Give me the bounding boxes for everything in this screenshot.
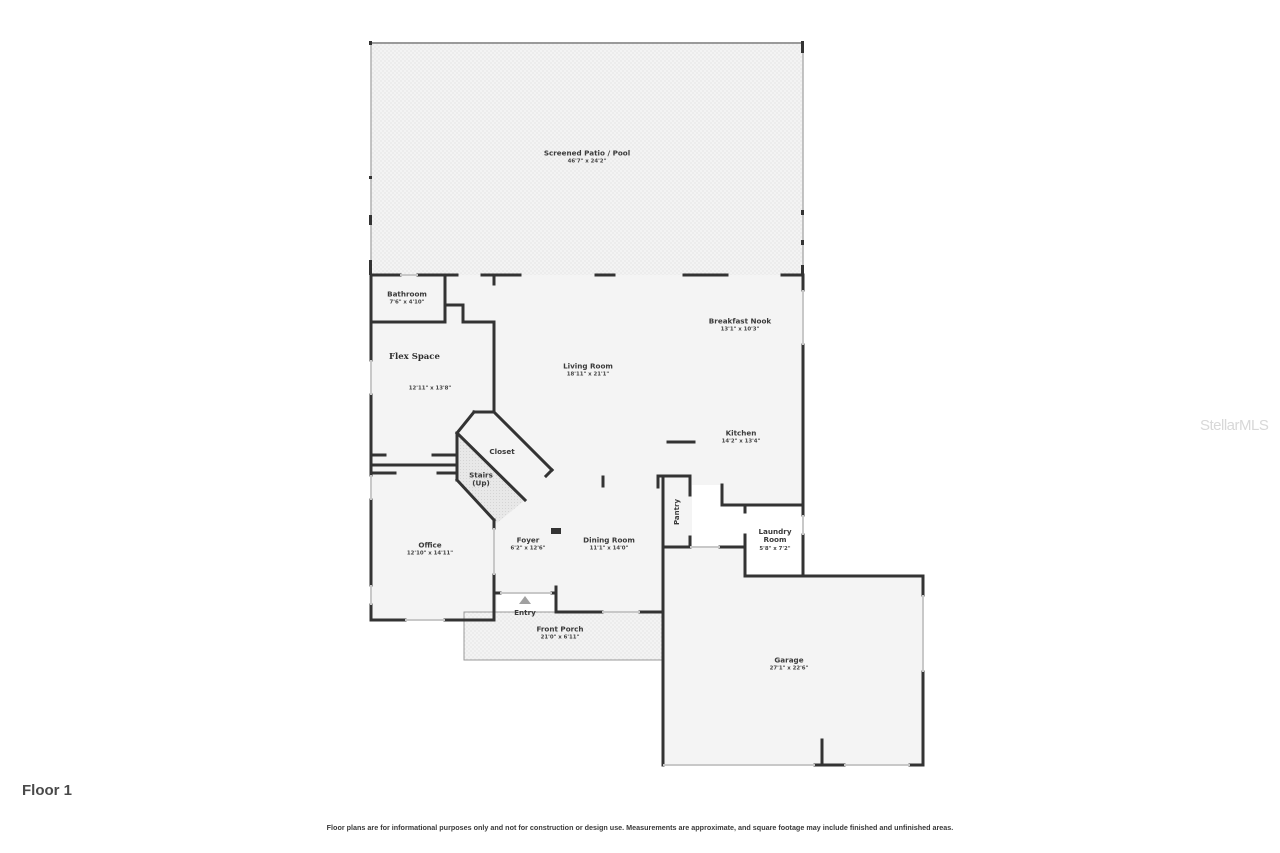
- room-dimensions: 27'1" x 22'6": [769, 665, 809, 672]
- room-garage: Garage 27'1" x 22'6": [769, 655, 809, 672]
- room-breakfast-nook: Breakfast Nook 13'1" x 10'3": [708, 316, 772, 333]
- room-dimensions: 46'7" x 24'2": [567, 158, 607, 165]
- walls: [369, 273, 925, 767]
- room-closet: Closet: [489, 446, 515, 456]
- room-laundry: Laundry Room 5'8" x 7'2": [758, 527, 792, 552]
- room-dimensions: 11'1" x 14'0": [589, 545, 629, 552]
- room-name: Kitchen: [725, 428, 757, 438]
- room-name: Screened Patio / Pool: [543, 148, 631, 158]
- room-dimensions: 13'1" x 10'3": [720, 326, 760, 333]
- room-name: Office: [418, 540, 442, 550]
- room-kitchen: Kitchen 14'2" x 13'4": [721, 428, 761, 445]
- laundry-line-1: Laundry: [758, 527, 792, 537]
- room-dimensions: 14'2" x 13'4": [721, 438, 761, 445]
- room-name: Front Porch: [536, 624, 584, 634]
- room-screened-patio: Screened Patio / Pool 46'7" x 24'2": [543, 148, 631, 165]
- room-dimensions: 12'11" x 13'8": [408, 385, 452, 392]
- room-living-room: Living Room 18'11" x 21'1": [563, 361, 613, 378]
- interior-floor: [371, 275, 923, 765]
- room-dimensions: 7'6" x 4'10": [389, 299, 425, 306]
- room-name: Living Room: [563, 361, 613, 371]
- entry-arrow-icon: [519, 596, 531, 604]
- room-stairs: Stairs (Up): [469, 470, 493, 489]
- room-flex-space-name: Flex Space: [389, 352, 440, 362]
- stairs-line-1: Stairs: [469, 470, 493, 480]
- stairs-area: [457, 433, 525, 523]
- disclaimer-text: Floor plans are for informational purpos…: [326, 823, 954, 832]
- room-name: Closet: [489, 446, 515, 456]
- room-foyer: Foyer 6'2" x 12'6": [510, 535, 546, 552]
- room-dimensions: 21'0" x 6'11": [540, 634, 580, 641]
- room-dimensions: 6'2" x 12'6": [510, 545, 546, 552]
- register-fixture: [551, 528, 561, 534]
- room-pantry: Pantry: [673, 498, 681, 526]
- watermark-logo: StellarMLS: [1200, 417, 1269, 434]
- screened-patio-area: [369, 41, 804, 280]
- floor-title: Floor 1: [22, 782, 73, 799]
- room-entry: Entry: [514, 607, 536, 617]
- stairs-line-2: (Up): [472, 479, 490, 488]
- room-name: Entry: [514, 607, 536, 617]
- room-name: Foyer: [516, 535, 540, 545]
- room-name: Breakfast Nook: [708, 316, 772, 326]
- room-dimensions: 5'8" x 7'2": [759, 545, 791, 552]
- room-dimensions: 12'10" x 14'11": [406, 550, 454, 557]
- room-front-porch: Front Porch 21'0" x 6'11": [536, 624, 584, 641]
- room-bathroom: Bathroom 7'6" x 4'10": [387, 289, 427, 306]
- room-flex-space-dimensions: 12'11" x 13'8": [409, 384, 451, 391]
- room-dimensions: 18'11" x 21'1": [566, 371, 610, 378]
- room-name: Dining Room: [583, 535, 635, 545]
- room-name: Garage: [774, 655, 804, 665]
- room-name: Bathroom: [387, 289, 427, 299]
- room-office: Office 12'10" x 14'11": [406, 540, 454, 557]
- laundry-line-2: Room: [763, 535, 787, 545]
- windows: [370, 274, 924, 766]
- room-dining-room: Dining Room 11'1" x 14'0": [583, 535, 635, 552]
